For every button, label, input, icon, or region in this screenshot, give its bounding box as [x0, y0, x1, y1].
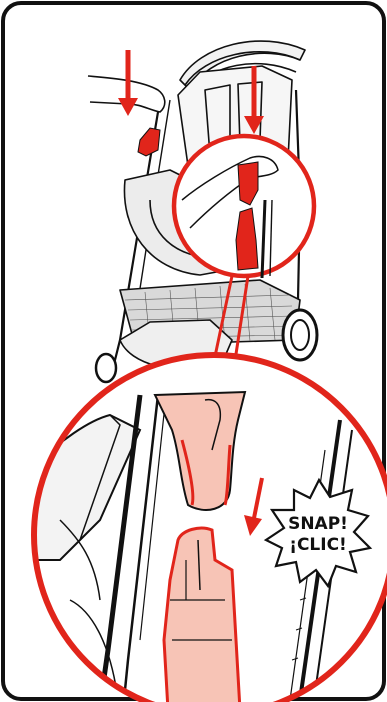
- clic-label: ¡CLIC!: [289, 535, 347, 555]
- zoom-circle: [174, 136, 314, 278]
- snap-label: SNAP!: [288, 514, 348, 534]
